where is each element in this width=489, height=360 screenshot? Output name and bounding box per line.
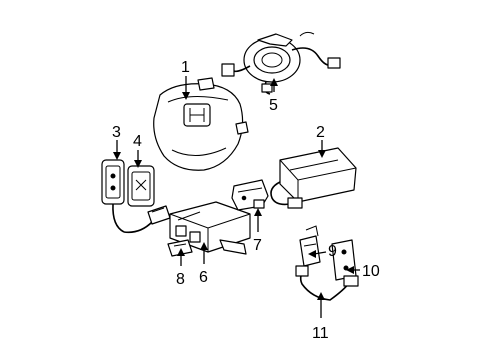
- side-impact-sensor-right: [123, 165, 171, 234]
- clock-spring: [221, 31, 341, 95]
- callout-3: 3: [112, 124, 121, 141]
- callout-1: 1: [181, 59, 190, 76]
- callout-6: 6: [199, 269, 208, 286]
- wire-harness: [295, 265, 359, 301]
- callout-9: 9: [328, 243, 337, 260]
- driver-airbag-module: [153, 77, 249, 171]
- callout-arrows: [113, 76, 360, 318]
- passenger-airbag-module: [270, 147, 357, 209]
- connector-8: [167, 239, 193, 257]
- srs-control-unit: [169, 201, 251, 255]
- callout-10: 10: [362, 263, 380, 280]
- callout-4: 4: [133, 133, 142, 150]
- side-impact-sensor-left: [101, 159, 125, 233]
- occupant-sensor: [299, 225, 321, 267]
- callout-11: 11: [312, 325, 329, 342]
- callout-5: 5: [269, 97, 278, 114]
- callout-2: 2: [316, 124, 325, 141]
- callout-8: 8: [176, 271, 185, 288]
- sensor-bracket: [231, 179, 269, 211]
- callout-7: 7: [253, 237, 262, 254]
